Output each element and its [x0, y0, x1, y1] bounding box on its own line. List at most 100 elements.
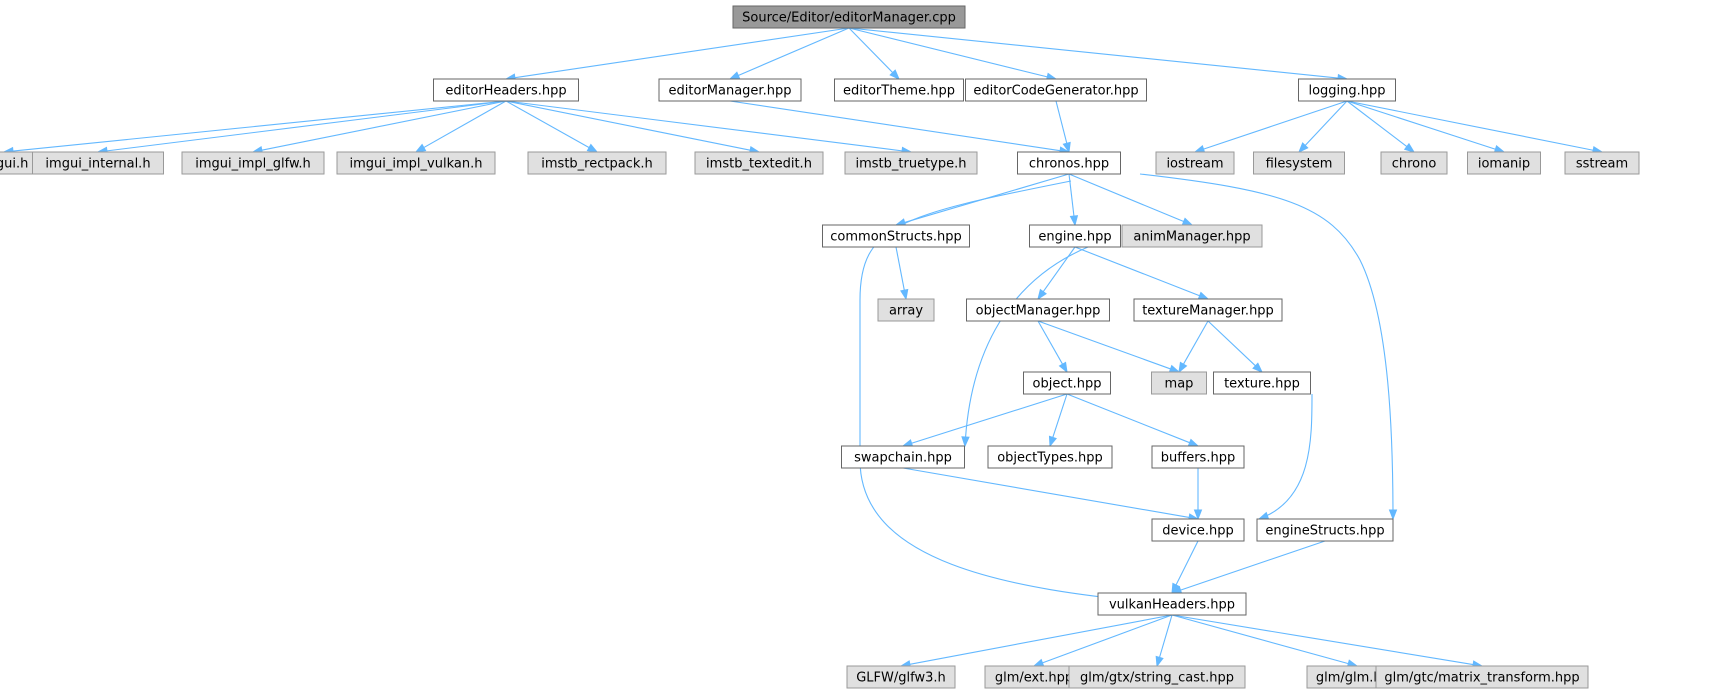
node-label: GLFW/glfw3.h: [856, 671, 946, 686]
node-texture[interactable]: texture.hpp: [1213, 371, 1311, 395]
node-box: [1017, 151, 1121, 175]
edge-editorHeaders-to-imstb_truetype: [505, 100, 913, 156]
node-root[interactable]: Source/Editor/editorManager.cpp: [732, 5, 966, 29]
edge-line: [964, 246, 1089, 447]
node-label: imgui_impl_glfw.h: [195, 157, 311, 172]
node-label: Source/Editor/editorManager.cpp: [742, 11, 956, 26]
node-logging[interactable]: logging.hpp: [1298, 78, 1396, 102]
node-box: [1151, 518, 1245, 542]
edge-logging-to-iostream: [1193, 100, 1348, 153]
node-label: imgui_internal.h: [45, 157, 150, 172]
edge-arrowhead: [1252, 362, 1264, 373]
node-box: [433, 78, 579, 102]
node-animManager: animManager.hpp: [1121, 224, 1263, 248]
edge-editorCodeGen-to-chronos: [1055, 100, 1071, 154]
edge-arrowhead: [414, 143, 427, 153]
node-buffers[interactable]: buffers.hpp: [1151, 445, 1245, 469]
node-label: editorTheme.hpp: [843, 84, 955, 99]
node-label: sstream: [1576, 157, 1628, 172]
node-box: [1467, 151, 1541, 175]
edge-root-to-editorHeaders: [504, 27, 850, 82]
node-box: [1380, 151, 1448, 175]
nodes-layer: Source/Editor/editorManager.cpp editorHea…: [0, 5, 1640, 689]
edge-objectManager-to-object: [1037, 320, 1068, 374]
edge-root-to-editorTheme: [848, 27, 900, 80]
edge-logging-to-filesystem: [1298, 100, 1348, 154]
node-engineStructs[interactable]: engineStructs.hpp: [1256, 518, 1394, 542]
edge-line: [1207, 320, 1256, 367]
node-engine[interactable]: engine.hpp: [1029, 224, 1121, 248]
edge-line: [1068, 173, 1184, 223]
edge-line: [1346, 100, 1594, 151]
edge-line: [1203, 100, 1348, 150]
node-objectTypes[interactable]: objectTypes.hpp: [987, 445, 1113, 469]
node-objectManager[interactable]: objectManager.hpp: [966, 298, 1110, 322]
node-box: [965, 78, 1147, 102]
node-box: [658, 78, 802, 102]
edge-logging-to-sstream: [1346, 100, 1604, 155]
node-glm_matrix_transform: glm/gtc/matrix_transform.hpp: [1375, 665, 1589, 689]
edge-swapchain-to-device: [902, 467, 1200, 522]
node-box: [841, 445, 965, 469]
node-swapchain[interactable]: swapchain.hpp: [841, 445, 965, 469]
node-editorHeaders[interactable]: editorHeaders.hpp: [433, 78, 579, 102]
edge-arrowhead: [1168, 364, 1181, 373]
node-label: buffers.hpp: [1161, 451, 1235, 466]
node-imgui_impl_vulkan: imgui_impl_vulkan.h: [336, 151, 496, 175]
edge-line: [729, 100, 1061, 152]
node-box: [1256, 518, 1394, 542]
edge-line: [1074, 246, 1200, 297]
node-box: [822, 224, 970, 248]
edge-textureManager-to-texture: [1207, 320, 1264, 373]
edge-arrowhead: [1298, 142, 1309, 154]
node-imstb_textedit: imstb_textedit.h: [694, 151, 824, 175]
edge-line: [1182, 320, 1209, 365]
edge-line: [1037, 320, 1064, 365]
edge-editorHeaders-to-imgui_internal: [96, 100, 507, 156]
edge-chronos-to-engineStructs: [1139, 173, 1398, 521]
node-box: [834, 78, 964, 102]
node-label: imgui.h: [0, 157, 28, 172]
edge-arrowhead: [1193, 144, 1206, 153]
node-box: [844, 151, 978, 175]
node-box: [732, 5, 966, 29]
edge-line: [505, 100, 590, 149]
node-label: texture.hpp: [1224, 377, 1300, 392]
node-chronos[interactable]: chronos.hpp: [1017, 151, 1121, 175]
node-box: [1121, 224, 1263, 248]
node-vulkanHeaders[interactable]: vulkanHeaders.hpp: [1097, 592, 1247, 616]
edge-line: [505, 100, 903, 152]
edge-buffers-to-device: [1193, 468, 1203, 521]
node-label: textureManager.hpp: [1142, 304, 1274, 319]
node-textureManager[interactable]: textureManager.hpp: [1133, 298, 1283, 322]
node-box: [1023, 371, 1111, 395]
edge-commonStructs-to-array: [895, 246, 909, 301]
node-device[interactable]: device.hpp: [1151, 518, 1245, 542]
node-box: [527, 151, 667, 175]
node-editorManagerHpp[interactable]: editorManager.hpp: [658, 78, 802, 102]
edge-arrowhead: [1155, 655, 1164, 668]
node-label: glm/gtx/string_cast.hpp: [1080, 671, 1234, 686]
node-sstream: sstream: [1564, 151, 1640, 175]
edges-layer: [2, 27, 1604, 669]
edge-arrowhead: [1197, 291, 1210, 300]
edge-line: [1068, 173, 1075, 217]
edge-line: [1042, 246, 1076, 292]
edge-line: [12, 100, 507, 152]
node-commonStructs[interactable]: commonStructs.hpp: [822, 224, 970, 248]
node-label: animManager.hpp: [1133, 230, 1250, 245]
edge-arrowhead: [1178, 361, 1188, 374]
node-label: editorCodeGenerator.hpp: [973, 84, 1138, 99]
edge-editorHeaders-to-imgui: [2, 100, 507, 156]
node-editorTheme[interactable]: editorTheme.hpp: [834, 78, 964, 102]
node-box: [846, 665, 956, 689]
node-editorCodeGen[interactable]: editorCodeGenerator.hpp: [965, 78, 1147, 102]
node-label: imstb_truetype.h: [856, 157, 967, 172]
node-box: [32, 151, 164, 175]
edge-root-to-logging: [848, 27, 1349, 83]
edge-object-to-buffers: [1066, 393, 1200, 447]
node-iomanip: iomanip: [1467, 151, 1541, 175]
edge-line: [1055, 100, 1068, 144]
node-object[interactable]: object.hpp: [1023, 371, 1111, 395]
node-label: engine.hpp: [1038, 230, 1111, 245]
